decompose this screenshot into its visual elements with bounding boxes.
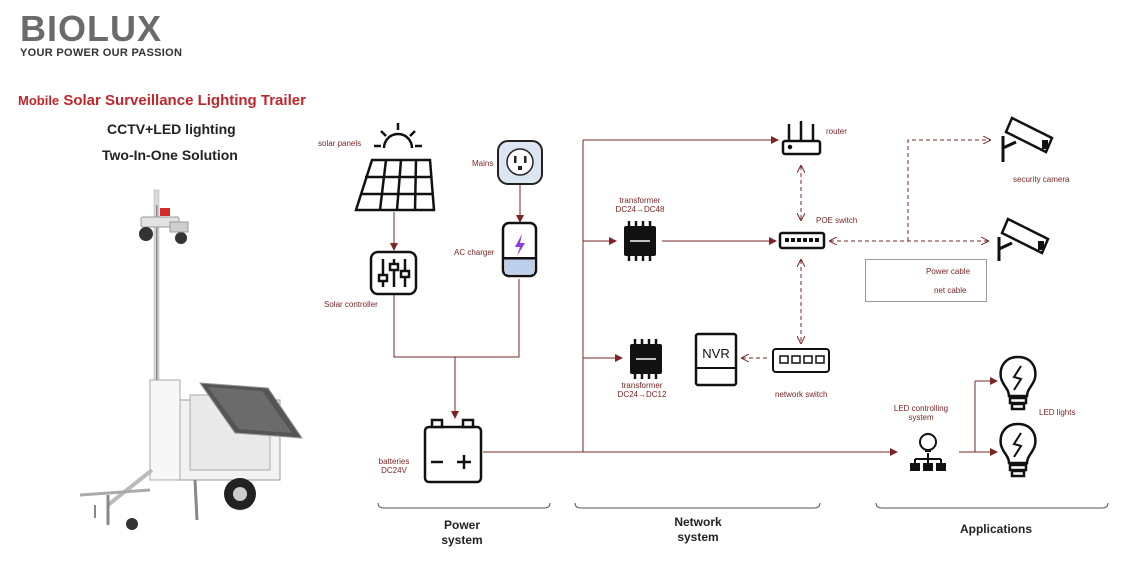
label-transformer-top: transformer DC24→DC48: [608, 196, 672, 214]
led-light-bottom-icon: [999, 422, 1037, 478]
group-power-line1: Power: [443, 518, 480, 532]
battery-icon: [423, 418, 483, 484]
legend-box: [865, 259, 987, 302]
label-solar-controller: Solar controller: [324, 300, 378, 309]
label-transformer-bottom: transformer DC24→DC12: [610, 381, 674, 399]
title-main: Solar Surveillance Lighting Trailer: [63, 92, 306, 109]
transformer-top-icon: [624, 221, 656, 261]
led-controller-icon: [910, 433, 946, 471]
label-batteries-line1: batteries: [378, 457, 410, 466]
group-power-system: Power system: [422, 518, 502, 548]
label-transformer-bottom-line2: DC24→DC12: [617, 390, 667, 399]
security-camera-top-icon: [1001, 116, 1054, 162]
label-batteries-line2: DC24V: [381, 466, 407, 475]
label-led-controlling-line1: LED controlling: [893, 404, 949, 413]
net-cables: [742, 140, 990, 358]
label-router: router: [826, 127, 847, 136]
power-cables: [390, 136, 998, 456]
group-network-line1: Network: [674, 515, 722, 529]
label-mains: Mains: [472, 159, 494, 168]
group-network-line2: system: [677, 530, 719, 544]
transformer-bottom-icon: [630, 339, 662, 379]
label-ac-charger: AC charger: [454, 248, 495, 257]
label-led-lights: LED lights: [1039, 408, 1076, 417]
legend-net-label: net cable: [934, 286, 967, 295]
nvr-icon: [694, 332, 738, 387]
group-power-line2: system: [441, 533, 483, 547]
company-tagline: YOUR POWER OUR PASSION: [20, 47, 183, 59]
legend-power-label: Power cable: [926, 267, 971, 276]
label-batteries: batteries DC24V: [372, 457, 416, 475]
label-transformer-bottom-line1: transformer: [621, 381, 663, 390]
poe-switch-icon: [778, 231, 826, 250]
company-logo: BIOLUX: [20, 8, 162, 50]
subtitle-solution: Two-In-One Solution: [102, 147, 238, 163]
label-transformer-top-line1: transformer: [619, 196, 661, 205]
label-poe-switch: POE switch: [816, 216, 858, 225]
page-title: Mobile Solar Surveillance Lighting Trail…: [18, 92, 306, 109]
trailer-illustration: [79, 189, 303, 530]
security-camera-bottom-icon: [997, 217, 1050, 261]
led-light-top-icon: [999, 355, 1037, 411]
group-brackets: [377, 502, 1109, 509]
nvr-label: NVR: [702, 346, 730, 361]
mains-socket-icon: [497, 140, 543, 185]
label-led-controlling-line2: system: [908, 413, 934, 422]
group-network-system: Network system: [658, 515, 738, 545]
group-applications: Applications: [959, 522, 1032, 536]
ac-charger-icon: [501, 221, 538, 278]
label-solar-panels: solar panels: [318, 139, 362, 148]
solar-panel-icon: [354, 123, 436, 212]
network-switch-icon: [772, 348, 830, 373]
label-security-camera: security camera: [1013, 175, 1070, 184]
solar-controller-icon: [369, 250, 418, 296]
label-network-switch: network switch: [775, 390, 828, 399]
title-prefix: Mobile: [18, 93, 60, 108]
label-transformer-top-line2: DC24→DC48: [615, 205, 665, 214]
router-icon: [781, 121, 822, 156]
subtitle-cctv: CCTV+LED lighting: [107, 121, 236, 137]
label-led-controlling: LED controlling system: [886, 404, 956, 422]
logo-text: BIOLUX: [20, 8, 163, 49]
